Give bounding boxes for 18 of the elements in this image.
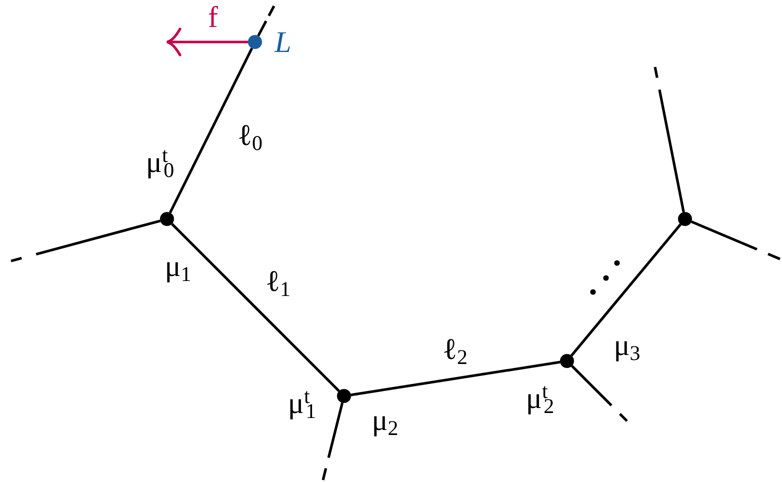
edge-label: ℓ$_{1}$ xyxy=(266,264,290,300)
vertex-label: L xyxy=(274,26,292,60)
force-label: f xyxy=(208,0,218,36)
edge-line xyxy=(690,220,780,260)
edge-line xyxy=(257,5,276,36)
edge-line xyxy=(571,365,628,422)
edge-line xyxy=(10,220,161,262)
math-label: μ$_{2}$ xyxy=(372,404,398,438)
edge-line xyxy=(350,360,560,396)
edge-line xyxy=(654,66,685,212)
edge-label: ℓ$_{0}$ xyxy=(238,118,262,154)
edge-line xyxy=(570,224,682,356)
edge-line xyxy=(171,223,340,392)
edge-line xyxy=(322,402,344,480)
math-label: μ$_{1}$ xyxy=(164,250,192,284)
edge-line xyxy=(168,48,254,214)
math-label: μ$_{3}$ xyxy=(614,328,640,364)
edge-label: ℓ$_{2}$ xyxy=(442,332,468,368)
